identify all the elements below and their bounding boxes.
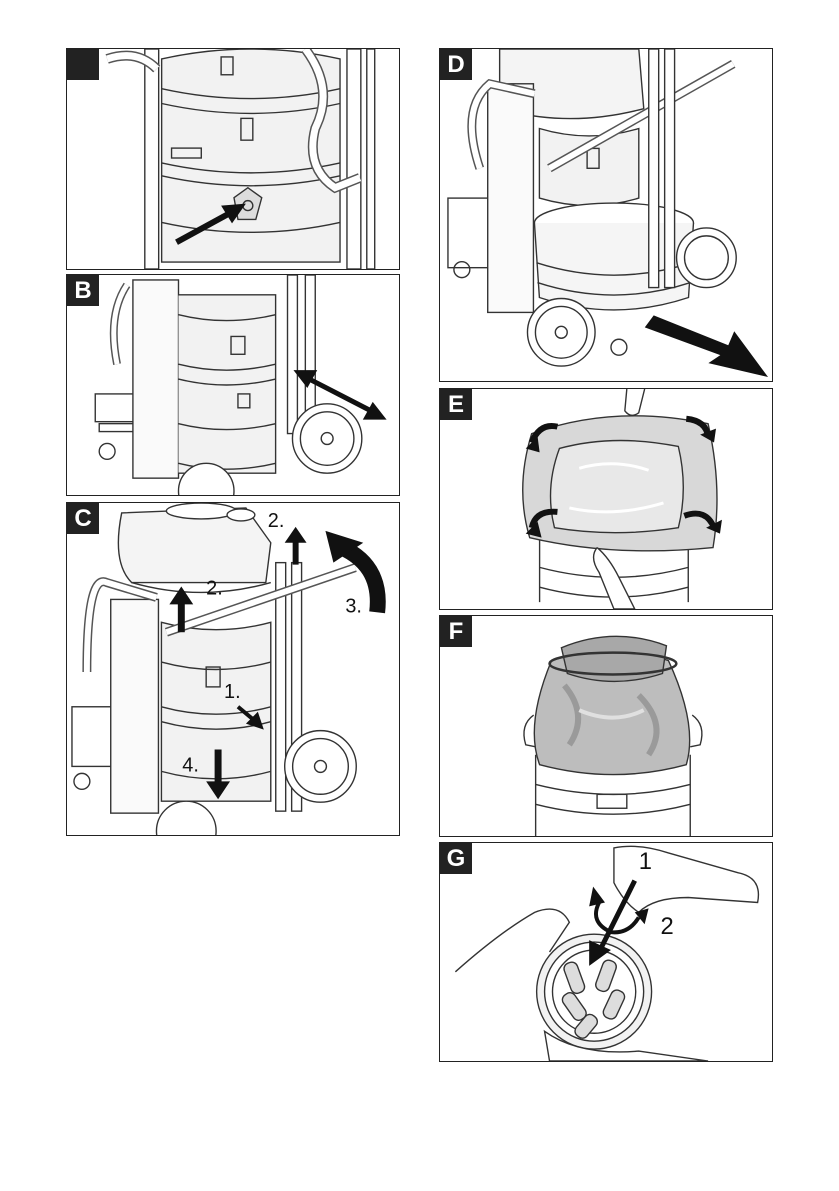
panel-g: G 1 2 (439, 842, 773, 1062)
panel-a-label (67, 49, 99, 80)
panel-a-illustration (67, 49, 399, 269)
panel-c-label: C (67, 503, 99, 534)
panel-g-illustration: 1 2 (440, 843, 772, 1061)
panel-c-step-4: 4. (182, 754, 199, 776)
panel-c-step-2-right: 2. (268, 510, 285, 532)
panel-g-step-2: 2 (661, 913, 674, 940)
panel-c-step-1: 1. (224, 681, 241, 703)
panel-d: D (439, 48, 773, 382)
panel-f: F (439, 615, 773, 837)
panel-b: B (66, 274, 400, 496)
panel-e-label: E (440, 389, 472, 420)
panel-f-label: F (440, 616, 472, 647)
panel-f-illustration (440, 616, 772, 836)
panel-a (66, 48, 400, 270)
panel-c-step-2-left: 2. (206, 577, 223, 599)
panel-e: E (439, 388, 773, 610)
panel-b-label: B (67, 275, 99, 306)
panel-c: C (66, 502, 400, 836)
panel-c-illustration: 2. 2. 3. 1. 4. (67, 503, 399, 835)
panel-b-illustration (67, 275, 399, 495)
panel-c-step-3: 3. (345, 595, 362, 617)
panel-d-label: D (440, 49, 472, 80)
panel-d-illustration (440, 49, 772, 381)
panel-e-illustration (440, 389, 772, 609)
panel-g-step-1: 1 (639, 848, 652, 875)
panel-g-label: G (440, 843, 472, 874)
